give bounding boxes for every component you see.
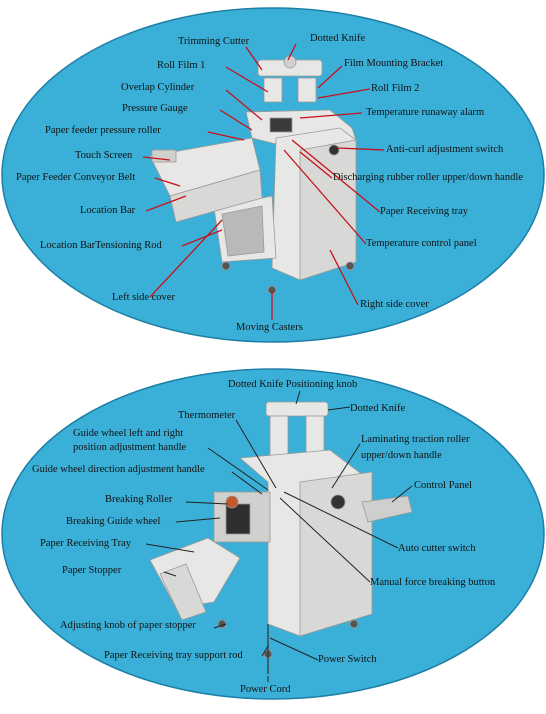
bottom-diagram-panel: Dotted Knife Positioning knob Dotted Kni… <box>0 362 546 714</box>
label-power-cord: Power Cord <box>240 684 291 695</box>
label-moving-casters: Moving Casters <box>236 322 303 333</box>
laminator-front-view <box>149 55 357 295</box>
label-adjusting-knob-paper-stopper: Adjusting knob of paper stopper <box>60 620 196 631</box>
bottom-leader-lines <box>145 390 413 682</box>
label-paper-feeder-pressure-roller: Paper feeder pressure roller <box>45 125 161 136</box>
laminator-rear-view <box>149 401 413 674</box>
label-dotted-knife-positioning-knob: Dotted Knife Positioning knob <box>228 379 358 390</box>
label-left-side-cover: Left side cover <box>112 292 175 303</box>
label-location-bar: Location Bar <box>80 205 136 216</box>
label-dotted-knife: Dotted Knife <box>310 33 366 44</box>
label-location-bar-tensioning-rod: Location BarTensioning Rod <box>40 240 162 251</box>
label-paper-feeder-conveyor-belt: Paper Feeder Conveyor Belt <box>16 172 136 183</box>
label-thermometer: Thermometer <box>178 410 236 421</box>
label-laminating-traction-line1: Laminating traction roller <box>361 434 470 445</box>
label-film-mounting-bracket: Film Mounting Bracket <box>344 58 444 69</box>
label-paper-stopper: Paper Stopper <box>62 565 122 576</box>
label-pressure-gauge: Pressure Gauge <box>122 103 188 114</box>
label-guide-wheel-lr-line1: Guide wheel left and right <box>73 428 184 439</box>
label-temperature-runaway-alarm: Temperature runaway alarm <box>366 107 485 118</box>
top-machine-illustration <box>1 7 545 343</box>
label-auto-cutter-switch: Auto cutter switch <box>398 543 476 554</box>
top-diagram-panel: Trimming Cutter Dotted Knife Roll Film 1… <box>0 0 546 350</box>
label-trimming-cutter: Trimming Cutter <box>178 36 250 47</box>
label-control-panel: Control Panel <box>414 480 473 491</box>
label-breaking-guide-wheel: Breaking Guide wheel <box>66 516 161 527</box>
label-paper-receiving-tray: Paper Receiving tray <box>380 206 469 217</box>
label-guide-wheel-lr-line2: position adjustment handle <box>73 442 187 453</box>
label-paper-receiving-tray-support-rod: Paper Receiving tray support rod <box>104 650 243 661</box>
label-temperature-control-panel: Temperature control panel <box>366 238 477 249</box>
label-touch-screen: Touch Screen <box>75 150 133 161</box>
label-overlap-cylinder: Overlap Cylinder <box>121 82 195 93</box>
bottom-machine-illustration <box>1 368 545 700</box>
label-dotted-knife-rear: Dotted Knife <box>350 403 406 414</box>
label-anti-curl-adjustment-switch: Anti-curl adjustment switch <box>386 144 504 155</box>
top-leader-lines <box>142 43 385 320</box>
label-breaking-roller: Breaking Roller <box>105 494 173 505</box>
label-roll-film-1: Roll Film 1 <box>157 60 206 71</box>
label-manual-force-breaking-button: Manual force breaking button <box>370 577 496 588</box>
label-paper-receiving-tray-rear: Paper Receiving Tray <box>40 538 131 549</box>
label-discharging-rubber-roller: Discharging rubber roller upper/down han… <box>333 172 523 183</box>
label-roll-film-2: Roll Film 2 <box>371 83 420 94</box>
label-guide-wheel-direction: Guide wheel direction adjustment handle <box>32 464 205 475</box>
top-background-ellipse <box>1 7 545 343</box>
label-right-side-cover: Right side cover <box>360 299 429 310</box>
label-laminating-traction-line2: upper/down handle <box>361 450 442 461</box>
label-power-switch: Power Switch <box>318 654 377 665</box>
